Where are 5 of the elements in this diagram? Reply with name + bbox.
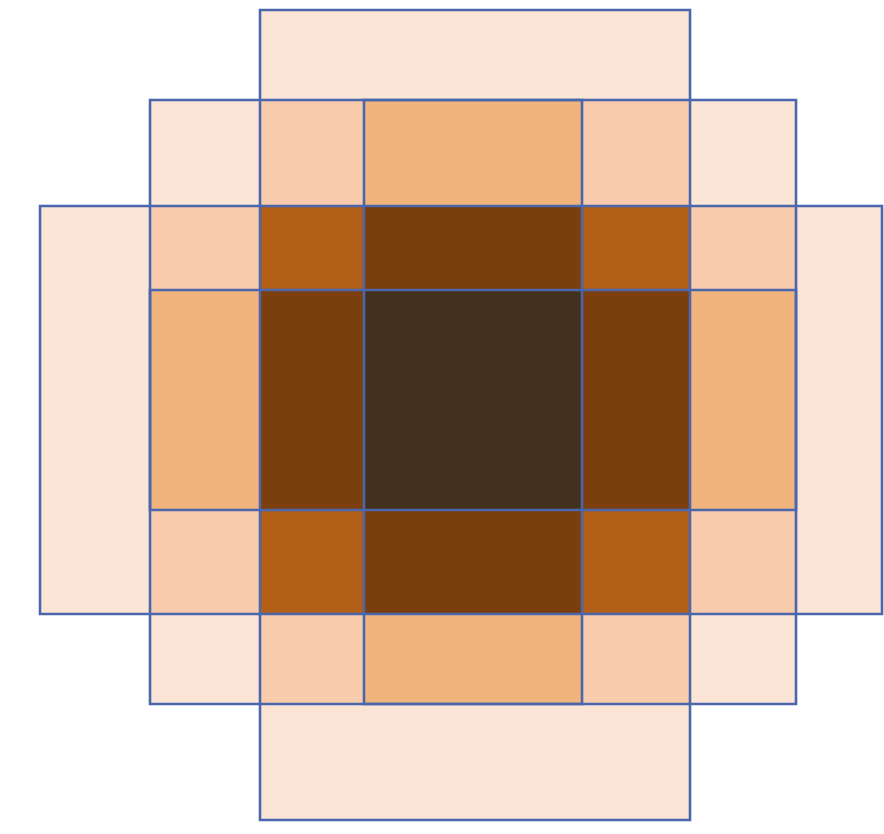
rectangle-outline bbox=[148, 288, 798, 512]
rectangle-outline bbox=[362, 98, 584, 706]
rectangle-outline bbox=[38, 204, 884, 616]
rectangle-outline bbox=[148, 98, 798, 706]
rectangle-outline bbox=[258, 8, 692, 822]
